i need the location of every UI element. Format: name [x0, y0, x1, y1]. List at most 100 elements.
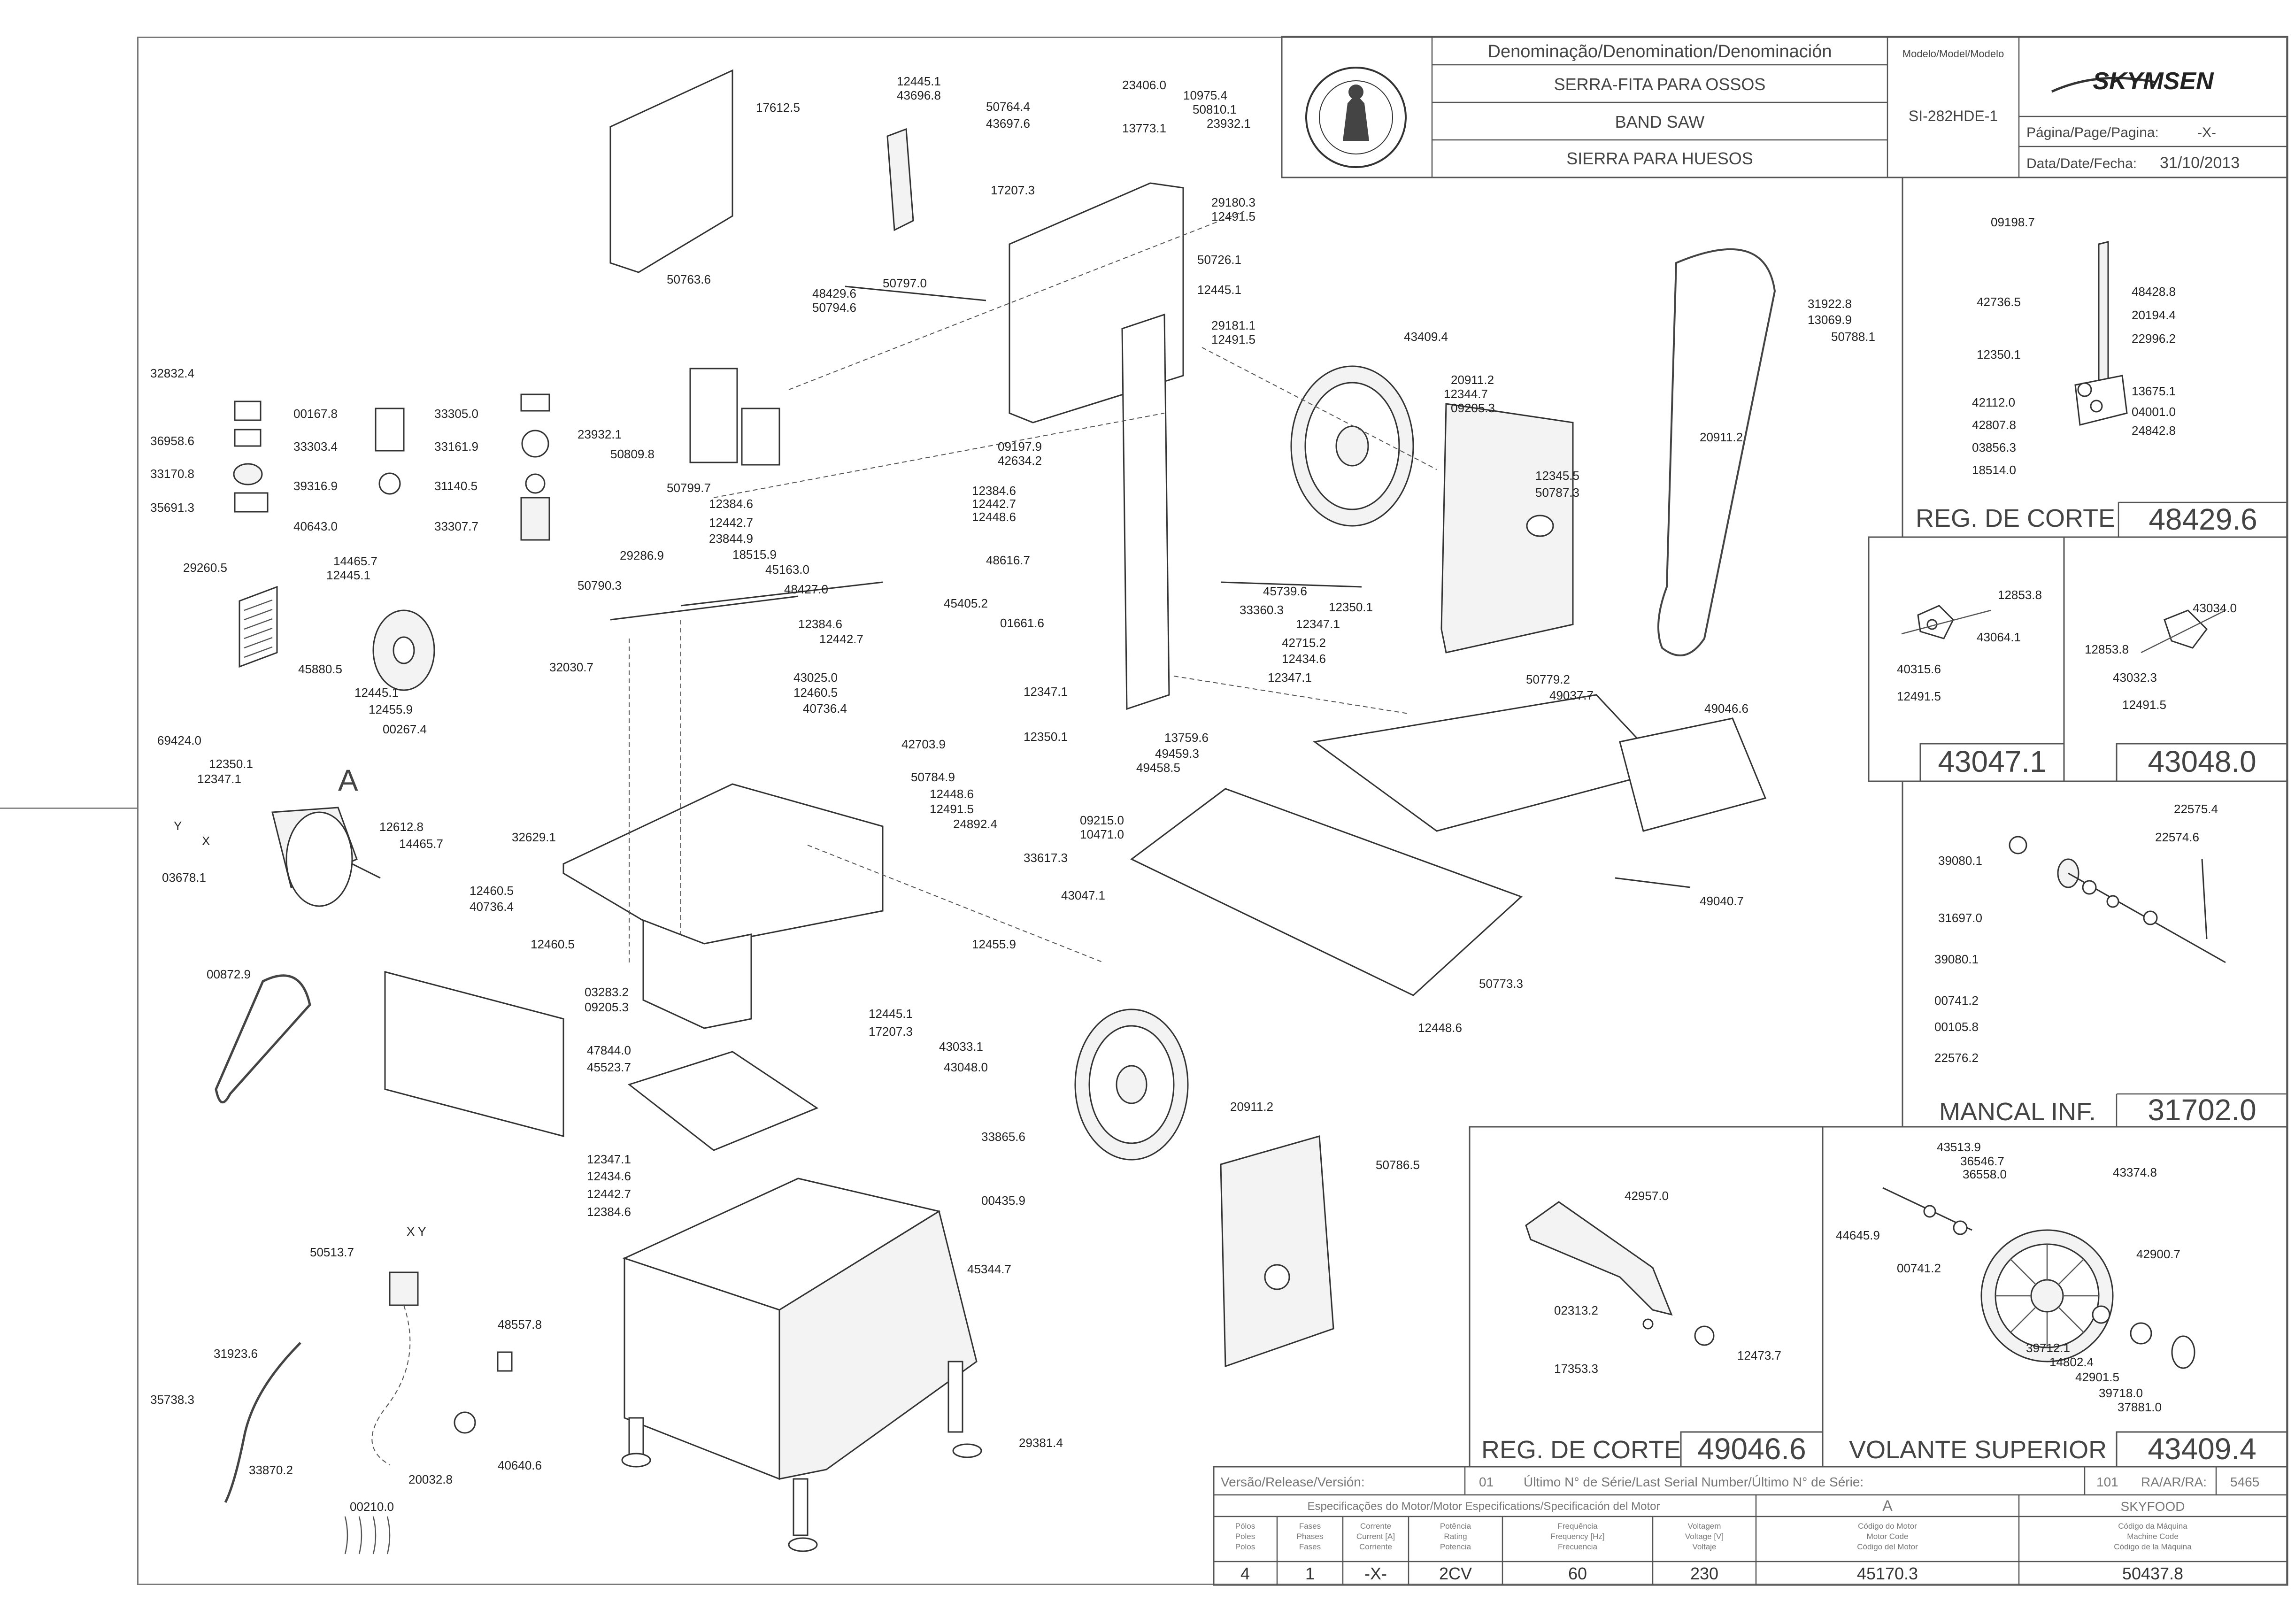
part-label: 17207.3	[991, 183, 1035, 197]
part-label: 23406.0	[1122, 78, 1166, 92]
col-rating-h1: Potência	[1440, 1522, 1471, 1531]
part-label: 12853.8	[1998, 588, 2042, 602]
part-label: 12345.5	[1535, 469, 1579, 483]
name-en: BAND SAW	[1615, 112, 1705, 131]
upper-door	[1440, 403, 1574, 654]
col-frequency-h1: Frequência	[1557, 1522, 1598, 1531]
part-label: 00167.8	[293, 407, 338, 421]
part-label: 10975.4	[1183, 88, 1227, 102]
part-label: 22574.6	[2155, 830, 2199, 844]
volante-title: VOLANTE SUPERIOR	[1849, 1436, 2107, 1464]
model-header: Modelo/Model/Modelo	[1902, 48, 2004, 60]
part-label: 32629.1	[512, 830, 556, 844]
part-label: 12448.6	[930, 787, 974, 801]
page-value: -X-	[2197, 125, 2216, 140]
part-label: 33865.6	[981, 1130, 1025, 1144]
part-label: 50726.1	[1197, 253, 1241, 267]
col-rating-h3: Potencia	[1440, 1542, 1471, 1551]
part-label: 32832.4	[150, 366, 194, 380]
part-label: 12460.5	[470, 884, 514, 898]
part-label: 20911.2	[1451, 373, 1494, 387]
part-label: 12853.8	[2085, 642, 2129, 656]
part-label: 39712.1	[2026, 1341, 2070, 1355]
part-label: 18514.0	[1972, 463, 2016, 477]
part-label: 29181.1	[1211, 318, 1255, 332]
title-block: Denominação/Denomination/Denominación SE…	[1281, 36, 2288, 178]
drive-belt	[215, 974, 311, 1104]
val-current: -X-	[1364, 1564, 1387, 1583]
part-label: 09205.3	[585, 1000, 629, 1014]
col-phases-h2: Phases	[1297, 1532, 1324, 1541]
part-label: 14465.7	[333, 554, 377, 568]
part-label: 43048.0	[944, 1060, 988, 1074]
part-label: 43374.8	[2113, 1165, 2157, 1179]
part-label: 50779.2	[1526, 672, 1570, 686]
part-label: 43025.0	[793, 670, 838, 685]
part-label: 12384.6	[709, 497, 753, 511]
part-label: 44645.9	[1836, 1228, 1880, 1242]
version-value: 01	[1479, 1475, 1494, 1489]
part-label: 12434.6	[1282, 652, 1326, 666]
part-label: 49040.7	[1700, 894, 1744, 908]
detail-43047-code: 43047.1	[1938, 745, 2046, 778]
lower-wheel	[1074, 1008, 1189, 1161]
part-label: 14802.4	[2049, 1355, 2094, 1369]
part-label: 12347.1	[1296, 617, 1340, 631]
part-label: 12448.6	[1418, 1021, 1462, 1035]
upper-wheel-detail	[1980, 1229, 2114, 1362]
footer-table: Versão/Release/Versión: 01 Último N° de …	[1213, 1466, 2288, 1586]
part-label: 12445.1	[1197, 283, 1241, 297]
part-label: 49046.6	[1704, 701, 1748, 716]
part-label: 12455.9	[972, 937, 1016, 951]
part-label: 29286.9	[620, 548, 664, 562]
part-label: 00741.2	[1897, 1261, 1941, 1275]
part-label: 40736.4	[470, 900, 514, 914]
part-label: 49458.5	[1136, 761, 1180, 775]
part-label: 12445.1	[897, 74, 941, 88]
part-label: 20911.2	[1230, 1100, 1273, 1114]
part-label: 42957.0	[1625, 1189, 1669, 1203]
col-phases-h1: Fases	[1299, 1522, 1321, 1531]
motor-spec-label: Especificações do Motor/Motor Especifica…	[1307, 1500, 1660, 1513]
denomination-header: Denominação/Denomination/Denominación	[1488, 42, 1832, 62]
part-label: 12350.1	[1329, 600, 1373, 614]
part-label: 50797.0	[883, 276, 927, 290]
model-value: SI-282HDE-1	[1909, 108, 1998, 124]
lower-table	[1130, 788, 1523, 996]
part-label: 49037.7	[1549, 688, 1594, 702]
part-label: 00741.2	[1934, 993, 1979, 1008]
col-current-h1: Corrente	[1360, 1522, 1391, 1531]
col-machinecode-h2: Machine Code	[2127, 1532, 2179, 1541]
part-label: 39718.0	[2099, 1386, 2143, 1400]
col-machinecode-h1: Código da Máquina	[2118, 1522, 2187, 1531]
part-label: 42901.5	[2075, 1370, 2119, 1384]
part-label: 37881.0	[2118, 1400, 2162, 1414]
ra-value: 5465	[2230, 1475, 2259, 1489]
col-current-h2: Current [A]	[1356, 1532, 1395, 1541]
brand-text: SKYMSEN	[2093, 68, 2214, 95]
part-label: 40736.4	[803, 701, 847, 716]
col-current-h3: Corriente	[1359, 1542, 1392, 1551]
val-frequency: 60	[1568, 1564, 1587, 1583]
part-label: 40643.0	[293, 519, 338, 533]
part-label: 12347.1	[1268, 670, 1312, 685]
part-label: 33305.0	[434, 407, 478, 421]
part-label: 22996.2	[2132, 331, 2176, 346]
part-label: 39316.9	[293, 479, 338, 493]
part-label: 14465.7	[399, 837, 443, 851]
part-label: 43696.8	[897, 88, 941, 102]
part-label: 50790.3	[578, 578, 622, 593]
part-label: 39080.1	[1938, 854, 1982, 868]
val-phases: 1	[1305, 1564, 1315, 1583]
part-label: 09198.7	[1991, 215, 2035, 229]
part-label: 09205.3	[1451, 401, 1495, 415]
part-label: 33360.3	[1240, 603, 1284, 617]
part-label: 23844.9	[709, 531, 753, 546]
electrical-plate	[384, 971, 564, 1137]
part-label: 12491.5	[930, 802, 974, 816]
part-label: 20032.8	[408, 1472, 453, 1486]
part-label: 12473.7	[1737, 1348, 1781, 1362]
part-label: 03678.1	[162, 870, 206, 885]
part-label: 12434.6	[587, 1169, 631, 1183]
part-label: 09197.9	[998, 439, 1042, 454]
